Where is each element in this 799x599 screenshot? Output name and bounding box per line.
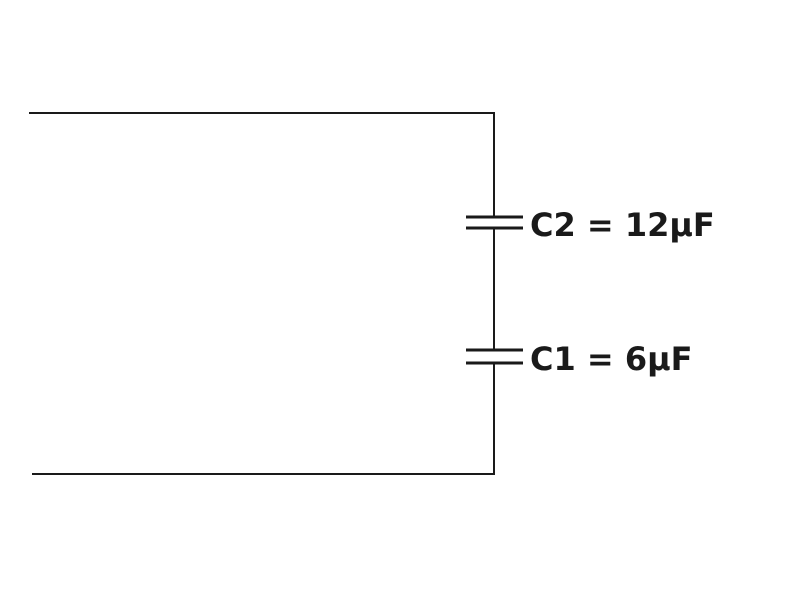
capacitor-c2: C2 = 12μF (466, 206, 715, 244)
capacitor-c1-label: C1 = 6μF (530, 340, 693, 378)
capacitor-c2-label: C2 = 12μF (530, 206, 715, 244)
capacitor-c1: C1 = 6μF (466, 340, 693, 378)
